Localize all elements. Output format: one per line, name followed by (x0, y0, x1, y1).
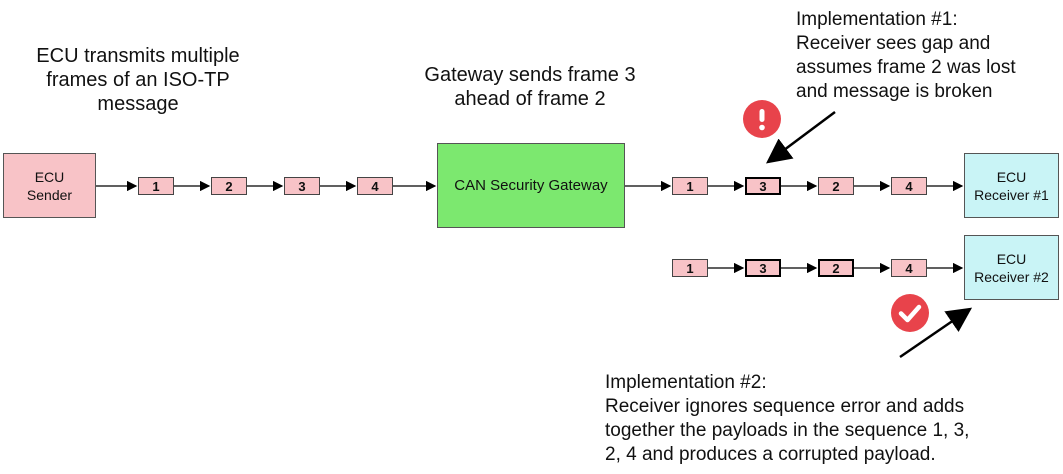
sender-frame-3: 3 (284, 177, 320, 195)
receiver-2-label: ECU Receiver #2 (974, 250, 1049, 285)
callout-arrow-impl2 (899, 307, 973, 359)
receiver2-frame-4: 4 (891, 259, 927, 277)
error-exclamation-icon (743, 100, 781, 138)
receiver1-frame-1: 1 (672, 177, 708, 195)
gateway-sends-note: Gateway sends frame 3 ahead of frame 2 (424, 64, 636, 110)
receiver1-frame-4: 4 (891, 177, 927, 195)
receiver2-frame-2: 2 (818, 259, 854, 277)
callout-arrow-impl1 (765, 110, 836, 164)
gateway-label: CAN Security Gateway (454, 176, 608, 194)
ecu-receiver-1-box: ECU Receiver #1 (964, 153, 1059, 218)
implementation-2-note: Implementation #2: Receiver ignores sequ… (605, 372, 970, 465)
receiver1-frame-2: 2 (818, 177, 854, 195)
receiver2-frame-1: 1 (672, 259, 708, 277)
success-checkmark-icon (891, 294, 929, 332)
receiver-1-label: ECU Receiver #1 (974, 168, 1049, 203)
ecu-receiver-2-box: ECU Receiver #2 (964, 235, 1059, 300)
can-security-gateway-box: CAN Security Gateway (437, 143, 625, 228)
ecu-transmits-note: ECU transmits multiple frames of an ISO-… (36, 45, 240, 115)
sender-frame-1: 1 (138, 177, 174, 195)
sender-frame-2: 2 (211, 177, 247, 195)
implementation-1-note: Implementation #1: Receiver sees gap and… (796, 9, 1016, 102)
receiver2-frame-3: 3 (745, 259, 781, 277)
receiver1-frame-3: 3 (745, 177, 781, 195)
ecu-sender-box: ECU Sender (3, 153, 96, 218)
sender-frame-4: 4 (357, 177, 393, 195)
ecu-sender-label: ECU Sender (26, 168, 73, 203)
